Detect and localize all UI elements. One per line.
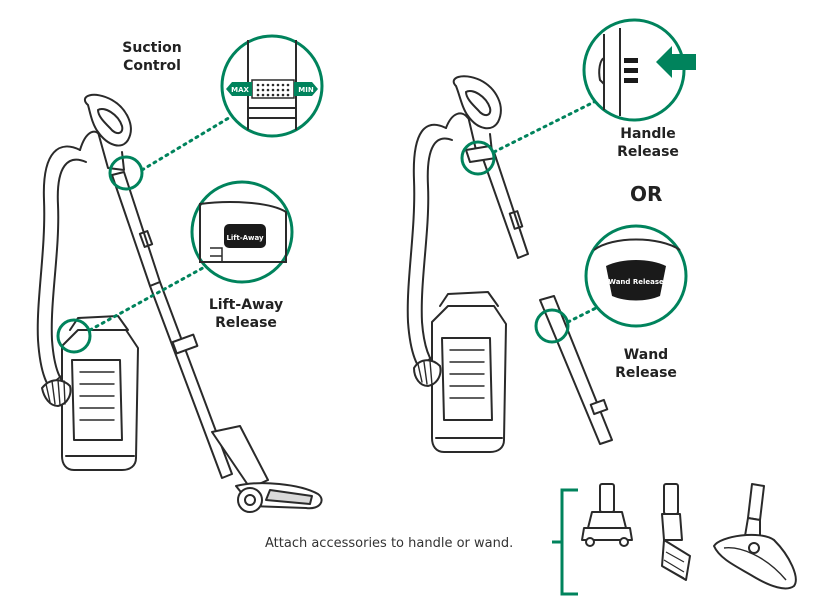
left-handle-neck [97,131,125,171]
handle-release-label-line2: Release [617,144,679,160]
wand-release-label-line2: Release [615,365,677,381]
suction-slider-dots [256,83,290,97]
right-wand-clip [589,398,609,416]
left-pod-top [69,315,129,331]
right-pod-top [439,291,499,307]
lift-away-zoom: Lift-Away [190,180,294,284]
suction-max-arrow [226,82,252,96]
right-brush-bristles [417,360,433,386]
suction-control-leader [140,114,234,172]
right-pod-grill [449,349,485,399]
left-pod-grill [79,371,115,421]
lift-away-label-line2: Release [215,315,277,331]
lift-away-label-line1: Lift-Away [208,297,284,313]
right-handle-grip-inner [465,90,492,116]
suction-control-label-line2: Control [123,58,181,74]
left-wand-lower [149,281,233,479]
left-hose-top [79,130,101,151]
wand-release-label: Wand Release [596,346,696,382]
left-pod-window [71,359,123,441]
left-nozzle-wheel [237,487,263,513]
left-hose-outer [36,145,81,399]
wand-release-marker [534,308,570,344]
lift-away-button[interactable] [224,224,266,248]
left-nozzle-tread [265,489,313,505]
handle-release-marker [460,140,496,176]
lift-away-marker [56,318,92,354]
right-brush [413,359,442,387]
left-handle-grip [84,93,132,147]
right-vacuum [406,75,613,453]
lift-away-leader [88,262,212,332]
lift-away-button-label: Lift-Away [226,234,264,242]
suction-control-marker [108,155,144,191]
accessory-turbo-brush [581,483,633,547]
wand-release-zoom: Wand Release [584,224,688,328]
left-nozzle-wheel-hub [244,494,256,506]
right-pod-window [441,337,493,421]
suction-min-arrow [294,82,318,96]
suction-max-label: MAX [231,86,249,94]
wand-release-button[interactable] [606,260,666,301]
left-pod-canister [61,329,139,471]
handle-release-leader [492,94,608,154]
right-handle-grip [452,75,502,130]
right-handle-detached [465,145,497,163]
right-wand-slot [508,210,524,230]
right-hose-inner [420,137,453,369]
right-hose-outer [406,123,447,377]
suction-min-label: MIN [298,86,314,94]
left-handle-grip-inner [97,108,124,134]
left-callouts [56,114,234,354]
wand-release-label-line1: Wand [623,347,669,363]
accessories-note: Attach accessories to handle or wand. [265,536,514,551]
right-pod-canister [431,305,507,453]
accessory-pet-tool [713,483,797,590]
or-label: OR [630,182,663,206]
left-wand-slot [138,230,154,248]
handle-release-label: Handle Release [598,125,698,161]
left-wand-clip [171,333,199,355]
accessories-bracket [552,488,578,596]
left-hose-inner [50,158,87,391]
suction-control-zoom: MAX MIN [220,34,324,138]
lift-away-release-label: Lift-Away Release [196,296,296,332]
left-brush-bristles [45,379,66,406]
wand-release-button-label: Wand Release [608,278,664,286]
handle-release-label-line1: Handle [620,126,676,142]
handle-release-zoom [582,18,696,122]
suction-control-label: Suction Control [110,39,194,75]
accessory-dusting-brush [661,483,691,581]
arrow-left-icon [656,46,696,78]
right-hose-top [445,112,469,129]
left-floor-nozzle [211,425,269,489]
left-vacuum [36,93,323,513]
suction-control-label-line1: Suction [122,40,182,56]
